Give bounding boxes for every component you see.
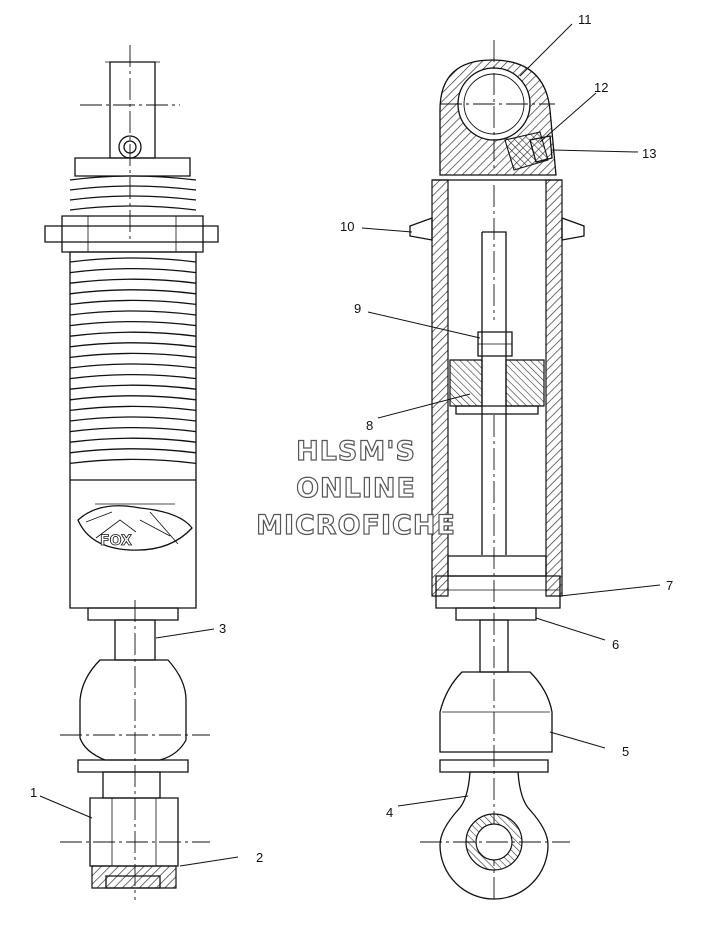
- spring-coil: [69, 267, 197, 274]
- spring-coil: [69, 257, 197, 263]
- svg-text:FOX: FOX: [100, 533, 132, 549]
- callout-1: 1: [30, 785, 37, 800]
- leader-lines: [39, 23, 661, 867]
- callout-4: 4: [386, 805, 393, 820]
- spring-coil: [69, 405, 197, 412]
- left-shock-exterior: FOX: [44, 45, 219, 900]
- spring-coil: [69, 426, 197, 433]
- callout-2: 2: [256, 850, 263, 865]
- watermark-line-3: MICROFICHE: [256, 510, 456, 541]
- spring-coils: [69, 257, 197, 465]
- spring-coil: [69, 299, 197, 306]
- spring-coil: [69, 289, 197, 295]
- spring-coil: [69, 342, 197, 348]
- callout-11: 11: [578, 12, 592, 27]
- callout-7: 7: [666, 578, 673, 593]
- callout-3: 3: [219, 621, 226, 636]
- spring-coil: [69, 310, 197, 316]
- callout-10: 10: [340, 219, 354, 234]
- spring-coil: [69, 363, 197, 369]
- logo-decal: FOX: [77, 503, 193, 551]
- spring-coil: [69, 373, 197, 380]
- callout-8: 8: [366, 418, 373, 433]
- callout-6: 6: [612, 637, 619, 652]
- spring-coil: [69, 437, 197, 443]
- watermark-line-1: HLSM'S: [296, 436, 416, 467]
- callout-13: 13: [642, 146, 656, 161]
- spring-coil: [69, 458, 197, 465]
- watermark: HLSM'S ONLINE MICROFICHE: [255, 435, 456, 541]
- callout-9: 9: [354, 301, 361, 316]
- spring-coil: [69, 352, 197, 359]
- spring-coil: [69, 331, 197, 337]
- watermark-line-2: ONLINE: [296, 473, 416, 504]
- spring-coil: [69, 384, 197, 390]
- spring-coil: [69, 448, 197, 454]
- top-eyelet: [439, 40, 557, 176]
- right-shock-cross-section: [409, 40, 585, 900]
- spring-coil: [69, 395, 197, 401]
- callout-5: 5: [622, 744, 629, 759]
- spring-coil: [69, 320, 197, 327]
- callout-12: 12: [594, 80, 608, 95]
- callout-labels: 1 2 3 4 5 6 7 8 9 10 11 12 13: [30, 12, 673, 865]
- spring-top-coils: [69, 175, 197, 211]
- spring-coil: [69, 416, 197, 422]
- spring-coil: [69, 278, 197, 284]
